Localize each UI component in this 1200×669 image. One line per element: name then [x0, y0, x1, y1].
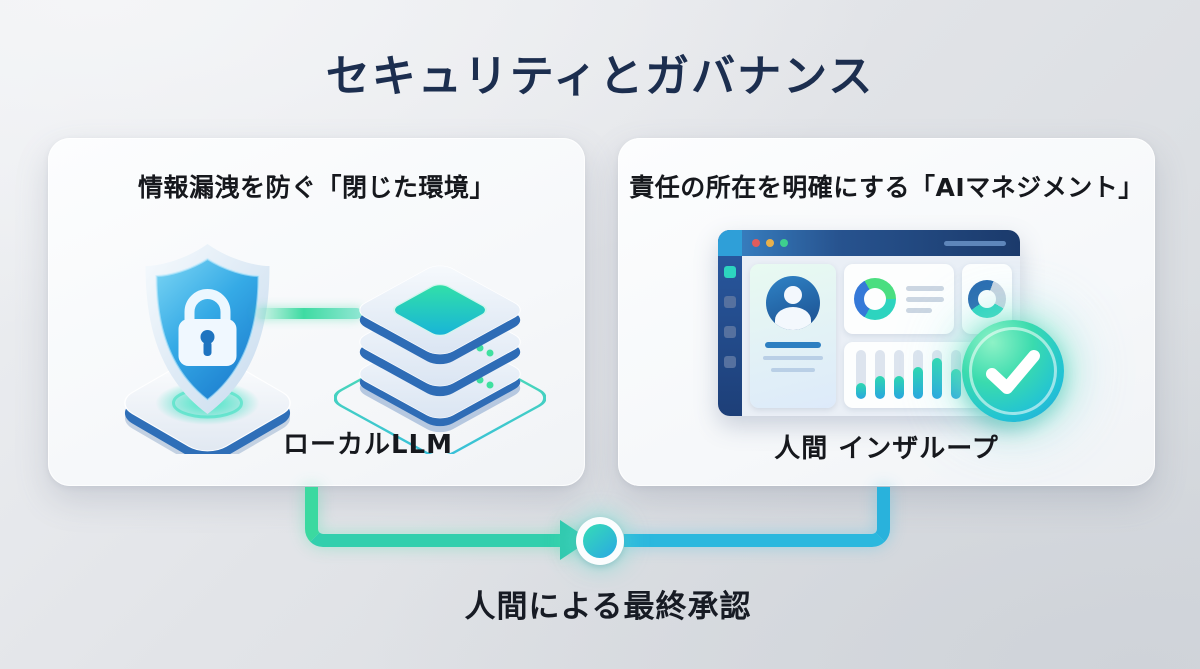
- left-card-heading: 情報漏洩を防ぐ「閉じた環境」: [137, 173, 495, 202]
- human-in-the-loop-label: 人間 インザループ: [774, 434, 999, 464]
- profile-text-line: [763, 356, 823, 360]
- browser-titlebar: [718, 230, 1020, 256]
- profile-text-line: [765, 342, 821, 348]
- window-zoom-icon: [780, 239, 788, 247]
- sidebar-header: [718, 230, 742, 256]
- final-approval-label: 人間による最終承認: [464, 589, 752, 625]
- shield-server-connector: [256, 308, 362, 319]
- page-title: セキュリティとガバナンス: [325, 51, 875, 102]
- right-flow-line: [624, 487, 890, 547]
- sidebar-item-icon: [724, 356, 736, 368]
- right-card-heading: 責任の所在を明確にする「AIマネジメント」: [629, 173, 1144, 202]
- window-close-icon: [752, 239, 760, 247]
- profile-panel: [750, 264, 836, 408]
- approval-node-core: [583, 524, 617, 558]
- sidebar-item-active-icon: [724, 266, 736, 278]
- bar-track: [894, 350, 904, 399]
- bar-track: [951, 350, 961, 399]
- user-avatar: [766, 276, 820, 330]
- left-flow-arrow: [305, 487, 567, 547]
- bar-track: [875, 350, 885, 399]
- chart-legend-lines: [906, 285, 944, 313]
- dashboard-content: [742, 256, 1020, 416]
- bar-track: [932, 350, 942, 399]
- sidebar-item-icon: [724, 296, 736, 308]
- closed-environment-card: 情報漏洩を防ぐ「閉じた環境」: [48, 138, 585, 486]
- server-stack-icon: [334, 265, 546, 454]
- local-llm-label: ローカルLLM: [282, 430, 453, 460]
- window-minimize-icon: [766, 239, 774, 247]
- address-bar: [944, 241, 1006, 246]
- profile-text-line: [771, 368, 815, 372]
- gauge-chart: [968, 280, 1006, 318]
- dashboard-sidebar: [718, 230, 742, 416]
- bar-track: [856, 350, 866, 399]
- approval-node: [576, 517, 624, 565]
- donut-chart: [854, 278, 896, 320]
- donut-chart-panel: [844, 264, 954, 334]
- approval-check-icon: [962, 320, 1064, 422]
- ai-management-card: 責任の所在を明確にする「AIマネジメント」: [618, 138, 1155, 486]
- shield-lock-icon: [124, 244, 291, 454]
- bar-track: [913, 350, 923, 399]
- sidebar-item-icon: [724, 326, 736, 338]
